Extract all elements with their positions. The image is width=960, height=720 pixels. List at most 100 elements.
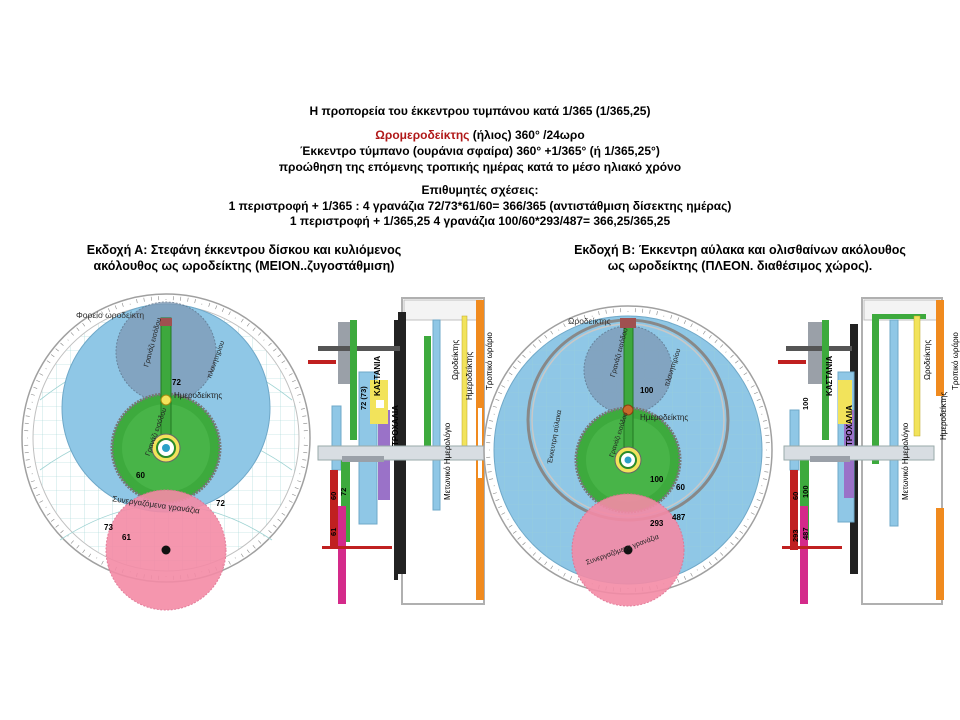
- hand-pivot-a: [160, 394, 172, 406]
- dial-tick: [55, 348, 59, 352]
- green-bar-a: [424, 336, 431, 460]
- blue-bar-a: [432, 319, 441, 511]
- dial-tick: [143, 297, 145, 302]
- dial-tick: [656, 311, 658, 316]
- dial-tick: [277, 354, 282, 358]
- side-b-metoniko: Μετωνικό Ημερολόγιο: [901, 422, 910, 500]
- dial-tick: [544, 561, 548, 566]
- dial-tick: [522, 354, 526, 358]
- dial-tick: [512, 530, 517, 534]
- num-100a-b: 100: [640, 386, 654, 395]
- gray-bar-b: [808, 322, 822, 384]
- black-bar-a: [398, 312, 406, 574]
- dial-tick: [501, 512, 506, 515]
- num-61-a: 61: [122, 533, 131, 542]
- dial-tick: [302, 415, 307, 417]
- dial-tick: [246, 549, 250, 554]
- side-a-trochalia: ΤΡΟΧΑΛΙΑ: [391, 405, 400, 446]
- dial-tick: [756, 499, 761, 502]
- side-b-tropiko: Τροπικό ωράριο: [951, 332, 960, 390]
- dial-tick: [36, 493, 41, 497]
- dial-tick: [50, 518, 55, 522]
- dial-tick: [76, 327, 80, 331]
- dial-tick: [285, 506, 287, 508]
- dial-tick: [522, 542, 526, 546]
- header-line-2: Ωρομεροδείκτης (ήλιος) 360° /24ωρο: [0, 128, 960, 143]
- dial-tick: [96, 557, 98, 559]
- dial-tick: [677, 578, 680, 583]
- dial-tick: [25, 459, 30, 461]
- dial-tick: [753, 391, 758, 395]
- dial-tick: [501, 385, 506, 388]
- dial-tick: [121, 302, 124, 307]
- dial-tick: [739, 366, 744, 370]
- dial-tick: [762, 478, 767, 480]
- dial-tick: [263, 339, 265, 341]
- dial-tick: [743, 524, 748, 528]
- dial-tick: [558, 569, 560, 571]
- dial-tick: [50, 354, 55, 358]
- side-b-293: 293: [791, 529, 800, 542]
- dial-tick: [246, 322, 250, 327]
- dial-tick: [101, 311, 104, 316]
- dial-tick: [750, 385, 755, 388]
- dial-tick: [756, 398, 761, 401]
- dial-tick: [583, 314, 586, 319]
- num-72b-a: 72: [216, 499, 225, 508]
- dial-tick: [762, 420, 767, 422]
- dial-tick: [730, 354, 734, 358]
- dial-tick: [30, 393, 35, 396]
- dial-tick: [708, 334, 712, 339]
- caption-version-a: Εκδοχή Α: Στεφάνη έκκεντρου δίσκου και κ…: [48, 242, 440, 274]
- dial-tick: [495, 398, 500, 401]
- dial-tick: [576, 578, 579, 583]
- dial-tick: [529, 547, 531, 549]
- dial-tick: [683, 320, 687, 325]
- dial-b-ticks: [486, 308, 770, 592]
- dial-tick: [576, 317, 579, 322]
- side-a-metoniko: Μετωνικό Ημερολόγιο: [443, 422, 452, 500]
- header-line-6: 1 περιστροφή + 1/365 : 4 γρανάζια 72/73*…: [228, 199, 732, 213]
- dial-tick: [234, 317, 236, 319]
- orange-bar-b: [936, 300, 944, 396]
- dial-tick: [258, 540, 262, 544]
- hand-carrier-a: [160, 318, 172, 326]
- dial-tick: [215, 305, 218, 310]
- dial-tick: [297, 393, 302, 396]
- side-b-kastania: ΚΑΣΤΑΝΙΑ: [825, 356, 834, 396]
- dial-tick: [67, 339, 69, 341]
- gray-bar-a: [338, 322, 352, 384]
- side-b-487: 487: [801, 527, 810, 540]
- caption-version-b: Εκδοχή Β: Έκκεντρη αύλακα και ολισθαίνων…: [540, 242, 940, 274]
- dial-tick: [33, 386, 38, 389]
- label-hmero-b: Ημεροδείκτης: [640, 413, 688, 422]
- dial-tick: [221, 308, 225, 313]
- label-hmero-a: Ημεροδείκτης: [174, 391, 222, 400]
- dial-tick: [735, 536, 739, 540]
- num-72-a: 72: [172, 378, 181, 387]
- dial-tick: [240, 318, 244, 323]
- caption-b-line-1: Εκδοχή Β: Έκκεντρη αύλακα και ολισθαίνων…: [574, 243, 906, 257]
- dial-tick: [764, 427, 769, 429]
- dial-tick: [720, 344, 724, 348]
- dial-tick: [101, 560, 104, 565]
- dial-a: Φορείο ωροδείκτη πλανητηρίου Γρανάζι εισ…: [21, 293, 311, 611]
- label-orodeiktis-b: Ωροδείκτης: [568, 316, 611, 326]
- header-line-2-rest: (ήλιος) 360° /24ωρο: [469, 128, 585, 142]
- dial-tick: [114, 305, 117, 310]
- dial-tick: [538, 557, 542, 561]
- dial-tick: [714, 339, 718, 343]
- dial-tick: [60, 530, 64, 534]
- dial-tick: [759, 492, 764, 495]
- side-b-hmerodeiktis: Ημεροδείκτης: [939, 392, 948, 440]
- dial-tick: [208, 302, 211, 307]
- dial-tick: [288, 373, 293, 376]
- dial-tick: [598, 311, 600, 316]
- num-293-b: 293: [650, 519, 664, 528]
- header-line-4: προώθηση της επόμενης τροπικής ημέρας κα…: [278, 160, 682, 174]
- dial-tick: [605, 309, 607, 314]
- dial-tick: [302, 459, 307, 461]
- dial-tick: [194, 299, 196, 304]
- dial-tick: [683, 575, 687, 580]
